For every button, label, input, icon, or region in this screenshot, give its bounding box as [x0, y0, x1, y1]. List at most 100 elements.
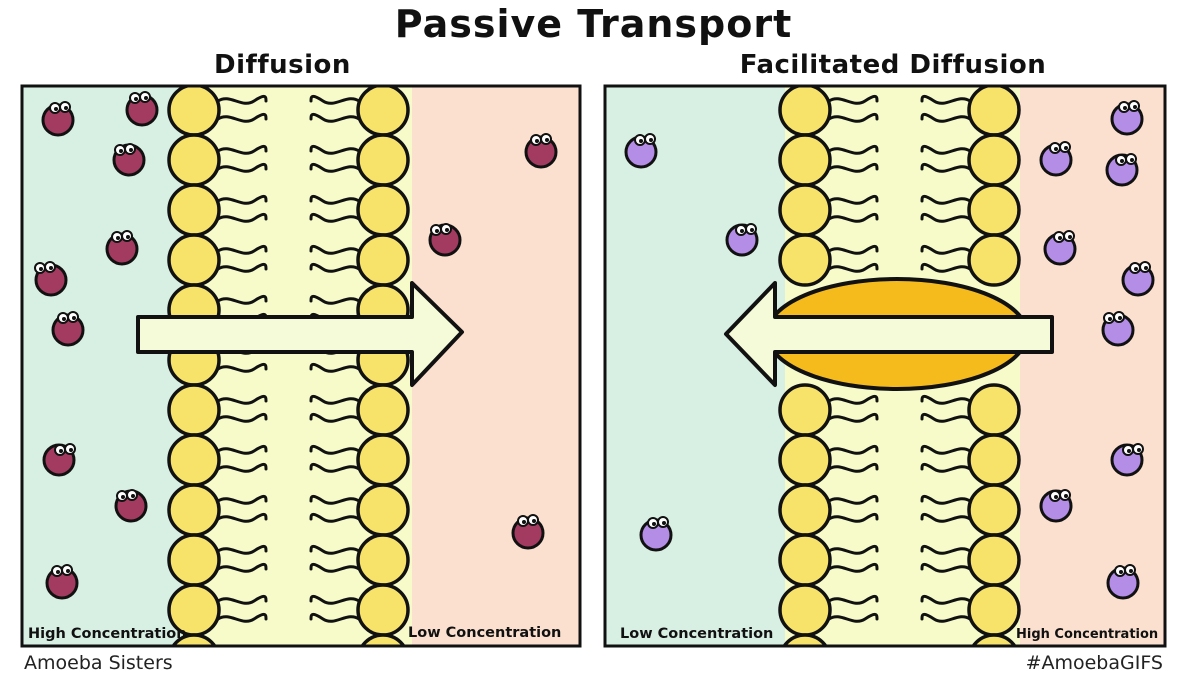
phospholipid-tail	[827, 412, 879, 423]
facilitated-high-concentration-label: High Concentration	[1016, 627, 1159, 642]
phospholipid-tail	[309, 444, 361, 455]
phospholipid-head	[171, 633, 217, 646]
phospholipid-head	[167, 133, 221, 187]
phospholipid-tail	[216, 462, 268, 473]
phospholipid-head	[967, 133, 1021, 187]
phospholipid-tail	[309, 562, 361, 573]
phospholipid-tail	[920, 144, 972, 155]
molecule	[114, 489, 148, 523]
molecule	[112, 143, 146, 177]
phospholipid-tail	[309, 162, 361, 173]
phospholipid-head	[356, 233, 410, 287]
phospholipid-tail	[920, 244, 972, 255]
phospholipid-head	[967, 583, 1021, 637]
high-concentration-region-right	[1020, 86, 1165, 646]
molecule	[1043, 230, 1077, 266]
phospholipid-tail	[309, 544, 361, 555]
phospholipid-tail	[216, 262, 268, 273]
phospholipid-tail	[218, 664, 266, 671]
phospholipid-tail	[920, 512, 972, 523]
phospholipid-tail	[827, 544, 879, 555]
molecule	[1039, 141, 1073, 177]
phospholipid-tail	[216, 544, 268, 555]
low-concentration-region	[412, 86, 580, 646]
phospholipid-tail	[827, 94, 879, 105]
phospholipid-tail	[920, 162, 972, 173]
diffusion-low-concentration-label: Low Concentration	[408, 625, 562, 641]
facilitated-diffusion-title: Facilitated Diffusion	[739, 50, 1047, 80]
phospholipid-tail	[920, 612, 972, 623]
phospholipid-head	[167, 433, 221, 487]
phospholipid-tail	[827, 494, 879, 505]
phospholipid-tail	[827, 244, 879, 255]
diffusion-high-concentration-label: High Concentration	[28, 626, 187, 642]
phospholipid-tail	[309, 594, 361, 605]
phospholipid-head	[167, 483, 221, 537]
facilitated-panel-border	[603, 84, 1167, 648]
phospholipid-head	[967, 383, 1021, 437]
phospholipid-head	[967, 483, 1021, 537]
phospholipid-tail	[309, 412, 361, 423]
molecule	[41, 101, 75, 137]
phospholipid-tail	[216, 594, 268, 605]
phospholipid-head	[356, 383, 410, 437]
phospholipid-head	[356, 533, 410, 587]
phospholipid-tail	[920, 212, 972, 223]
phospholipid-tail	[309, 262, 361, 273]
phospholipid-tail	[920, 444, 972, 455]
phospholipid-head	[971, 633, 1017, 646]
molecule	[1110, 100, 1144, 136]
molecule	[1106, 564, 1140, 600]
phospholipid-tail	[827, 462, 879, 473]
phospholipid-tail	[216, 294, 268, 305]
phospholipid-head	[360, 633, 406, 646]
phospholipid-tail	[920, 194, 972, 205]
phospholipid-head	[778, 433, 832, 487]
phospholipid-tail	[309, 462, 361, 473]
phospholipid-tail	[309, 244, 361, 255]
main-title: Passive Transport	[394, 2, 793, 46]
molecule	[34, 261, 68, 297]
phospholipid-head	[356, 483, 410, 537]
phospholipid-head	[967, 433, 1021, 487]
phospholipid-tail	[309, 362, 361, 373]
phospholipid-head	[356, 86, 410, 137]
phospholipid-tail	[827, 512, 879, 523]
phospholipid-tail	[920, 394, 972, 405]
phospholipid-tail	[827, 262, 879, 273]
molecule	[639, 516, 673, 552]
phospholipid-head	[778, 86, 832, 137]
phospholipid-tail	[216, 194, 268, 205]
diffusion-panel-border	[20, 84, 582, 648]
phospholipid-tail	[827, 162, 879, 173]
diffusion-panel	[22, 86, 580, 646]
phospholipid-head	[782, 633, 828, 646]
molecule	[125, 91, 159, 127]
phospholipid-head	[967, 183, 1021, 237]
phospholipid-tail	[309, 494, 361, 505]
phospholipid-tail	[216, 362, 268, 373]
facilitated-membrane	[778, 86, 1021, 646]
molecule	[511, 514, 545, 550]
phospholipid-tail	[216, 394, 268, 405]
phospholipid-tail	[216, 244, 268, 255]
molecule	[1105, 153, 1139, 187]
phospholipid-tail	[827, 194, 879, 205]
phospholipid-tail	[920, 594, 972, 605]
phospholipid-tail	[827, 144, 879, 155]
phospholipid-tail	[309, 144, 361, 155]
high-concentration-region	[22, 86, 182, 646]
molecule	[624, 133, 658, 169]
molecule	[105, 230, 139, 266]
molecule	[1101, 311, 1135, 347]
phospholipid-tail	[827, 612, 879, 623]
phospholipid-head	[778, 183, 832, 237]
phospholipid-head	[167, 533, 221, 587]
phospholipid-tail	[827, 212, 879, 223]
phospholipid-head	[778, 533, 832, 587]
phospholipid-tail	[920, 544, 972, 555]
phospholipid-tail	[309, 194, 361, 205]
phospholipid-tail	[920, 94, 972, 105]
